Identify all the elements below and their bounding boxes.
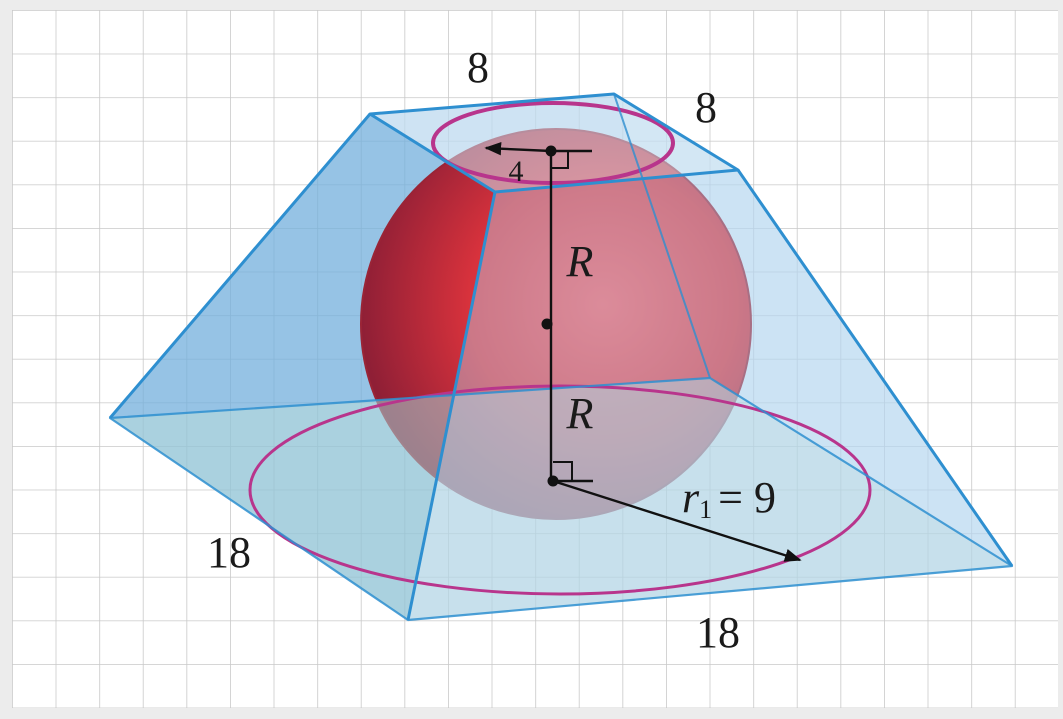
annotations xyxy=(484,141,802,562)
frustum-edges xyxy=(108,92,1014,622)
top-edge-right-label: 8 xyxy=(695,83,717,132)
lower-segment-label: R xyxy=(566,389,594,438)
lateral-edge-front xyxy=(406,191,497,621)
top-radius-label: 4 xyxy=(509,155,524,188)
bottom-edge-left-label: 18 xyxy=(207,528,251,577)
top-inscribed-circle xyxy=(431,101,675,185)
top-radius-arrow xyxy=(484,141,552,156)
bottom-radius-label: r1= 9 xyxy=(682,473,776,524)
lateral-edge-back xyxy=(613,93,711,379)
sphere-center-point xyxy=(541,318,553,330)
bottom-inscribed-circle xyxy=(248,384,872,596)
bottom-right-angle xyxy=(553,461,573,481)
bottom-radius-subscript: 1 xyxy=(699,495,712,524)
bottom-radius-arrow xyxy=(552,479,802,562)
bottom-center-point xyxy=(547,475,559,487)
bottom-radius-symbol: r xyxy=(682,473,700,522)
top-right-angle xyxy=(551,151,569,169)
lateral-edge-right xyxy=(736,169,1014,567)
top-center-point xyxy=(545,145,557,157)
frustum-front-face xyxy=(408,170,1012,620)
upper-segment-label: R xyxy=(566,237,594,286)
bottom-radius-value: = 9 xyxy=(718,473,776,522)
lateral-edge-left xyxy=(108,113,372,419)
bottom-edge-right-label: 18 xyxy=(696,608,740,657)
top-edge-left-label: 8 xyxy=(467,43,489,92)
